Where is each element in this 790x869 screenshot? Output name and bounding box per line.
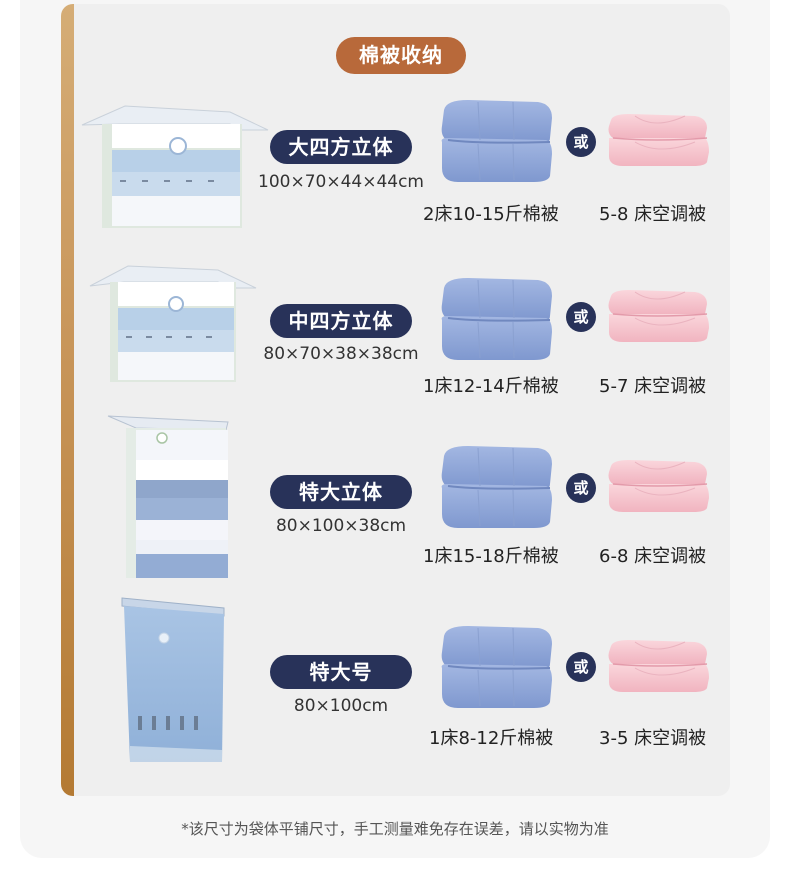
cotton-quilt-image bbox=[441, 100, 552, 182]
ac-capacity: 5-8 床空调被 bbox=[599, 204, 707, 225]
ac-capacity: 6-8 床空调被 bbox=[599, 546, 707, 567]
size-dimensions: 100×70×44×44cm bbox=[258, 172, 424, 192]
product-row: 中四方立体 80×70×38×38cm 或 1床12-14斤棉被 5-7 床空调… bbox=[0, 262, 790, 432]
or-badge: 或 bbox=[566, 302, 596, 332]
ac-capacity: 3-5 床空调被 bbox=[599, 728, 707, 749]
cotton-capacity: 2床10-15斤棉被 bbox=[423, 204, 559, 225]
product-row: 大四方立体 100×70×44×44cm 或 2床10-15斤棉被 5-8 床空… bbox=[0, 90, 790, 260]
tall-bag-image bbox=[107, 415, 229, 578]
or-badge: 或 bbox=[566, 127, 596, 157]
size-dimensions: 80×100×38cm bbox=[275, 516, 407, 536]
cotton-quilt-image bbox=[441, 278, 552, 360]
size-name-badge: 大四方立体 bbox=[270, 130, 412, 164]
cotton-quilt-image bbox=[441, 626, 552, 708]
or-badge: 或 bbox=[566, 473, 596, 503]
cube-bag-large-image bbox=[81, 105, 269, 228]
product-row: 特大立体 80×100×38cm 或 1床15-18斤棉被 6-8 床空调被 bbox=[0, 410, 790, 580]
cotton-capacity: 1床12-14斤棉被 bbox=[423, 376, 559, 397]
ac-quilt-image bbox=[608, 114, 709, 166]
section-title: 棉被收纳 bbox=[336, 37, 466, 74]
gold-accent-bar bbox=[61, 4, 74, 796]
size-disclaimer: *该尺寸为袋体平铺尺寸，手工测量难免存在误差，请以实物为准 bbox=[181, 820, 609, 838]
or-badge: 或 bbox=[566, 652, 596, 682]
size-dimensions: 80×100cm bbox=[293, 696, 389, 716]
size-name-badge: 特大立体 bbox=[270, 475, 412, 509]
product-row: 特大号 80×100cm 或 1床8-12斤棉被 3-5 床空调被 bbox=[0, 592, 790, 762]
cotton-quilt-image bbox=[441, 446, 552, 528]
ac-capacity: 5-7 床空调被 bbox=[599, 376, 707, 397]
cotton-capacity: 1床8-12斤棉被 bbox=[429, 728, 554, 749]
cube-bag-medium-image bbox=[89, 265, 257, 382]
size-dimensions: 80×70×38×38cm bbox=[263, 344, 419, 364]
cotton-capacity: 1床15-18斤棉被 bbox=[423, 546, 559, 567]
ac-quilt-image bbox=[608, 290, 709, 342]
flat-bag-image bbox=[121, 597, 225, 762]
ac-quilt-image bbox=[608, 460, 709, 512]
ac-quilt-image bbox=[608, 640, 709, 692]
size-name-badge: 中四方立体 bbox=[270, 304, 412, 338]
size-name-badge: 特大号 bbox=[270, 655, 412, 689]
